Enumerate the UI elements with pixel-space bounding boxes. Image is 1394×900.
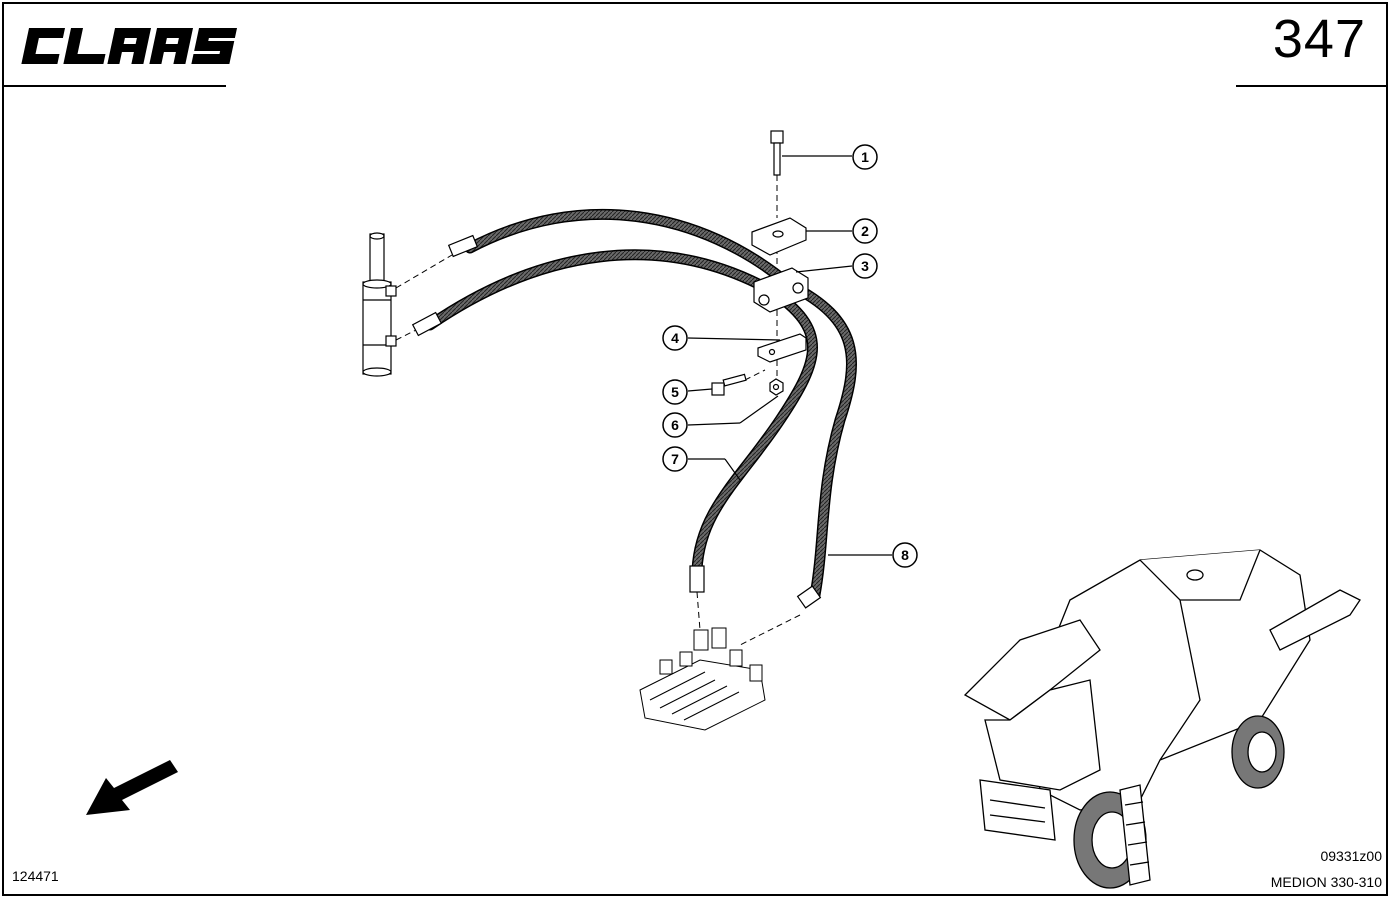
bolt-part (770, 130, 784, 176)
svg-text:8: 8 (901, 547, 909, 563)
model-name: MEDION 330-310 (1270, 874, 1382, 890)
screw-part (711, 373, 747, 396)
combine-harvester-illustration (963, 549, 1361, 889)
callout-1: 1 (852, 144, 878, 170)
clamp-block-part (753, 267, 809, 313)
bracket-part (757, 333, 807, 363)
svg-text:6: 6 (671, 417, 679, 433)
clamp-half-part (751, 217, 807, 256)
svg-text:1: 1 (861, 149, 869, 165)
callout-4: 4 (662, 325, 688, 351)
page-number-underline (1236, 85, 1388, 87)
control-valve-block (639, 627, 766, 731)
callout-3: 3 (852, 253, 878, 279)
image-code: 09331z00 (1320, 848, 1382, 864)
svg-text:3: 3 (861, 258, 869, 274)
logo-underline (2, 85, 226, 87)
callouts (687, 155, 892, 556)
callout-7: 7 (662, 446, 688, 472)
svg-text:5: 5 (671, 384, 679, 400)
claas-logo (12, 14, 242, 76)
page-number: 347 (1272, 9, 1366, 69)
callout-6: 6 (662, 412, 688, 438)
svg-text:2: 2 (861, 223, 869, 239)
direction-arrow-icon (86, 760, 178, 815)
hydraulic-cylinder (362, 232, 397, 377)
hose-fittings (411, 234, 822, 609)
callout-8: 8 (892, 542, 918, 568)
callout-5: 5 (662, 379, 688, 405)
svg-text:4: 4 (671, 330, 679, 346)
hose-8 (464, 208, 857, 601)
drawing-number: 124471 (12, 868, 59, 884)
nut-part (769, 378, 784, 396)
callout-2: 2 (852, 218, 878, 244)
svg-text:7: 7 (671, 451, 679, 467)
hose-7 (424, 249, 818, 576)
leader-lines (395, 175, 801, 646)
